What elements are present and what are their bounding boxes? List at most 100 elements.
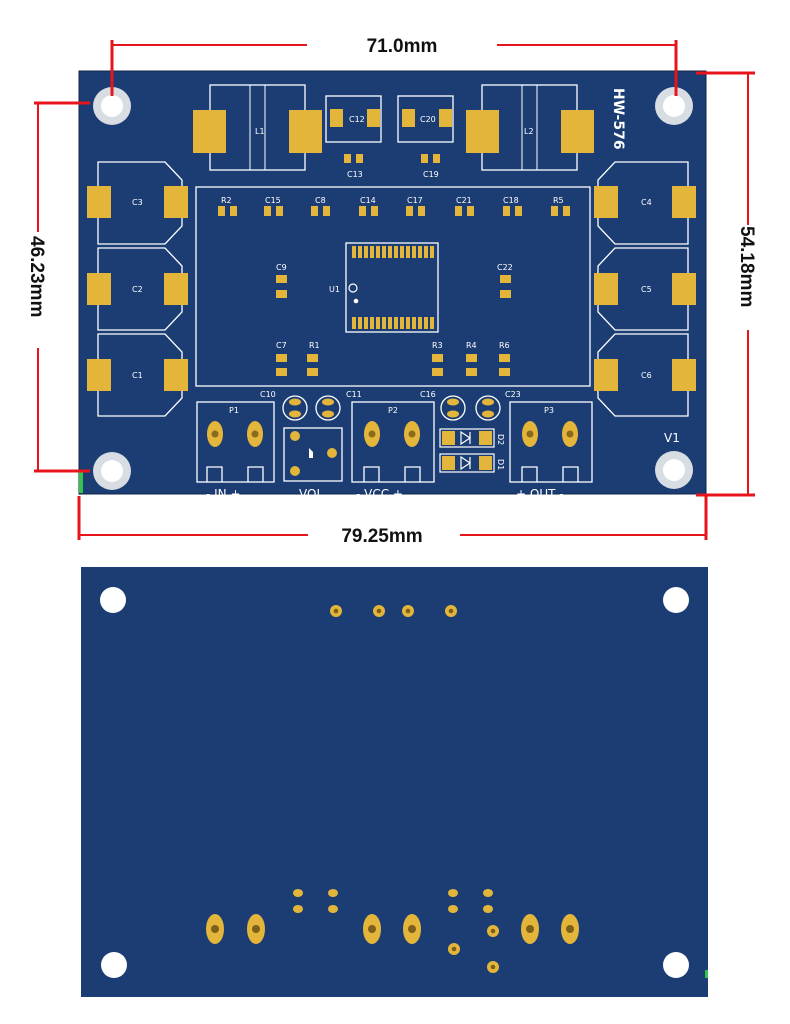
- mounting-hole-bottom-tr: [663, 587, 689, 613]
- label-c1: C1: [132, 371, 143, 380]
- ic-pin: [358, 246, 362, 258]
- ic-pin: [352, 246, 356, 258]
- capacitor-c14: C14: [359, 196, 378, 216]
- label-l2: L2: [524, 127, 534, 136]
- ic-pin: [424, 317, 428, 329]
- capacitor-c3: C3: [87, 161, 188, 245]
- svg-text:P1: P1: [229, 406, 239, 415]
- board-bottom-view: [81, 567, 708, 997]
- ic-pin: [412, 246, 416, 258]
- capacitor-c15: C15: [264, 196, 283, 216]
- svg-text:P2: P2: [388, 406, 398, 415]
- svg-text:C10: C10: [260, 390, 276, 399]
- capacitor-c16: C16: [420, 390, 466, 421]
- ic-pin: [394, 317, 398, 329]
- mounting-hole-top-right: [655, 87, 693, 125]
- mounting-hole-bottom-left: [93, 452, 131, 490]
- electrolytic-solder-pads: [293, 889, 493, 913]
- capacitor-c12: C12: [325, 95, 382, 143]
- inductor-l2: L2: [466, 84, 594, 171]
- ic-pin: [388, 246, 392, 258]
- svg-text:C23: C23: [505, 390, 521, 399]
- mounting-hole-bottom-tl: [100, 587, 126, 613]
- ic-pin: [376, 317, 380, 329]
- ic-pin: [424, 246, 428, 258]
- pot-solder-pads: [330, 605, 457, 617]
- svg-text:C16: C16: [420, 390, 436, 399]
- resistor-r5: R5: [551, 196, 570, 216]
- label-c13: C13: [347, 170, 363, 179]
- label-out: + OUT -: [516, 487, 564, 501]
- board-top-view: L1 L2 C12 C20 C13: [78, 70, 707, 501]
- capacitor-c11: C11: [315, 390, 362, 421]
- label-in: - IN +: [206, 487, 241, 501]
- capacitor-c20: C20: [397, 95, 454, 143]
- svg-text:R3: R3: [432, 341, 443, 350]
- terminal-solder-pads: [206, 914, 579, 944]
- svg-text:P3: P3: [544, 406, 554, 415]
- ic-pin: [406, 246, 410, 258]
- capacitor-c6: C6: [594, 333, 696, 417]
- dimension-right: 54.18mm: [696, 71, 757, 497]
- svg-text:R5: R5: [553, 196, 564, 205]
- capacitor-c13: C13: [344, 154, 363, 179]
- resistor-r1: R1: [307, 341, 320, 376]
- capacitor-c4: C4: [594, 161, 696, 245]
- resistor-r2: R2: [218, 196, 237, 216]
- svg-text:R2: R2: [221, 196, 232, 205]
- dimension-left: 46.23mm: [26, 101, 90, 473]
- svg-text:C9: C9: [276, 263, 287, 272]
- dim-right-height: 54.18mm: [736, 226, 757, 307]
- diode-d1: D1: [439, 453, 505, 473]
- resistor-r6: R6: [499, 341, 510, 376]
- potentiometer-vol: VOL: [283, 427, 343, 501]
- ic-pin: [394, 246, 398, 258]
- inductor-l1: L1: [193, 84, 322, 171]
- misc-solder-pads: [448, 925, 499, 973]
- svg-text:R4: R4: [466, 341, 477, 350]
- dim-full-width: 79.25mm: [341, 526, 422, 547]
- ic-pin: [370, 317, 374, 329]
- capacitor-c21: C21: [455, 196, 474, 216]
- label-c12: C12: [349, 115, 365, 124]
- capacitor-c7: C7: [276, 341, 287, 376]
- capacitor-c8: C8: [311, 196, 330, 216]
- pcb-bottom-edge-marker: [705, 970, 708, 978]
- mounting-hole-bottom-br: [663, 952, 689, 978]
- ic-pin: [376, 246, 380, 258]
- diode-d2: D2: [439, 428, 505, 448]
- label-c5: C5: [641, 285, 652, 294]
- ic-u1: U1: [329, 242, 439, 333]
- capacitor-c2: C2: [87, 247, 188, 331]
- label-c2: C2: [132, 285, 143, 294]
- ic-pin: [364, 317, 368, 329]
- label-c20: C20: [420, 115, 436, 124]
- ic-pin: [388, 317, 392, 329]
- label-u1: U1: [329, 285, 340, 294]
- ic-pin: [430, 246, 434, 258]
- ic-pin: [382, 246, 386, 258]
- svg-text:C15: C15: [265, 196, 281, 205]
- svg-text:C8: C8: [315, 196, 326, 205]
- dimension-top: 71.0mm: [110, 36, 678, 96]
- ic-pin: [382, 317, 386, 329]
- dimension-bottom: 79.25mm: [77, 496, 708, 547]
- connector-p1: P1 - IN +: [196, 401, 275, 501]
- pcb-bottom: [81, 567, 708, 997]
- svg-text:C17: C17: [407, 196, 423, 205]
- label-vcc: - VCC +: [356, 487, 403, 501]
- smd-row-top: R2 C15 C8 C14 C17 C21: [218, 196, 570, 216]
- connector-p3: P3 + OUT -: [509, 401, 593, 501]
- ic-pin: [412, 317, 416, 329]
- mounting-hole-top-left: [93, 87, 131, 125]
- svg-text:C18: C18: [503, 196, 519, 205]
- capacitor-c18: C18: [503, 196, 522, 216]
- label-c19: C19: [423, 170, 439, 179]
- label-vol: VOL: [299, 487, 323, 501]
- mounting-hole-bottom-bl: [101, 952, 127, 978]
- ic-pin: [364, 246, 368, 258]
- ic-pin: [352, 317, 356, 329]
- connector-p2: P2 - VCC +: [351, 401, 435, 501]
- ic-pin: [418, 317, 422, 329]
- label-c4: C4: [641, 198, 652, 207]
